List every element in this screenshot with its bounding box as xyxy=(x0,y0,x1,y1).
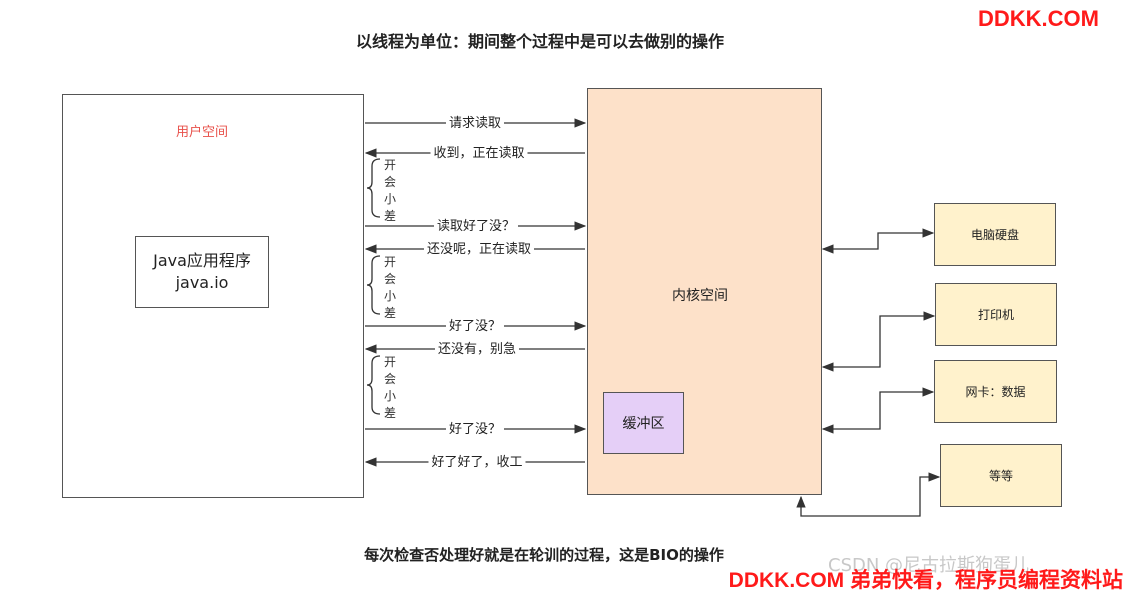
watermark-top: DDKK.COM xyxy=(978,6,1099,31)
watermark-bottom: DDKK.COM 弟弟快看，程序员编程资料站 xyxy=(728,569,1123,592)
device-nic: 网卡：数据 xyxy=(934,360,1057,423)
wait-note-3: 开会小差 xyxy=(383,355,396,420)
buffer-box: 缓冲区 xyxy=(603,392,684,454)
device-disk: 电脑硬盘 xyxy=(934,203,1056,266)
arrow-label-received-reading: 收到，正在读取 xyxy=(430,146,528,162)
arrow-label-done-q2: 好了没？ xyxy=(445,422,505,438)
arrow-label-read-done: 读取好了没？ xyxy=(433,219,519,235)
kernel-space-label: 内核空间 xyxy=(672,288,728,304)
arrow-label-not-yet: 还没有，别急 xyxy=(434,342,520,358)
arrow-label-done-finish: 好了好了，收工 xyxy=(428,455,526,471)
csdn-watermark: CSDN @尼古拉斯狗蛋儿 xyxy=(828,555,1030,576)
device-etc: 等等 xyxy=(940,444,1062,507)
java-app-box: Java应用程序 java.io xyxy=(135,236,269,308)
diagram-footer: 每次检查否处理好就是在轮训的过程，这是BIO的操作 xyxy=(364,546,724,564)
java-io-label: java.io xyxy=(175,273,229,292)
java-app-label: Java应用程序 xyxy=(153,251,251,270)
wait-note-2: 开会小差 xyxy=(383,255,396,320)
wait-note-1: 开会小差 xyxy=(383,158,396,223)
arrow-label-request-read: 请求读取 xyxy=(445,116,505,132)
device-printer: 打印机 xyxy=(935,283,1057,346)
user-space-label: 用户空间 xyxy=(176,125,229,140)
diagram-title: 以线程为单位：期间整个过程中是可以去做别的操作 xyxy=(355,32,724,51)
arrow-label-done-q1: 好了没？ xyxy=(445,319,505,335)
arrow-label-not-yet-reading: 还没呢，正在读取 xyxy=(423,242,535,258)
